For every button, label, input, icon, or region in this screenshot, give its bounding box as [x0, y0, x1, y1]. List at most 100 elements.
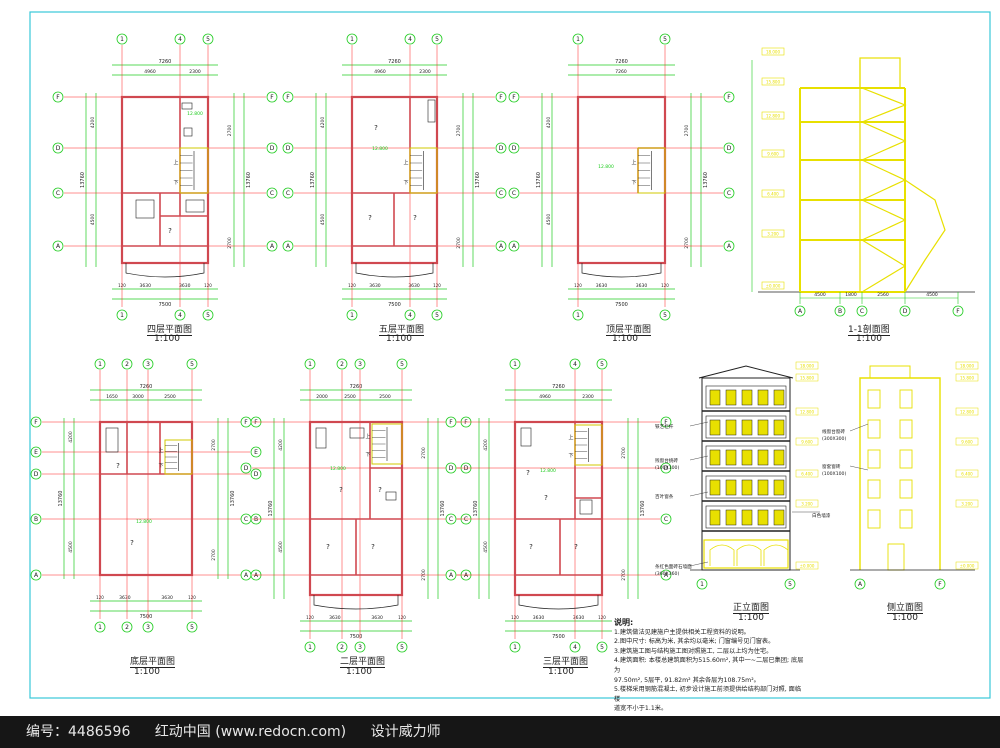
dim-sub-width: 2500	[164, 394, 176, 400]
level-value: 18.000	[960, 363, 974, 368]
scale-front: 1:100	[738, 613, 764, 623]
balcony-outline	[581, 263, 662, 278]
axis-bubble-label: D	[244, 465, 249, 472]
room-label: ?	[544, 494, 548, 502]
front-ground-stone	[703, 539, 789, 569]
axis-bubble-D	[250, 468, 262, 480]
axis-bubble-5	[396, 358, 408, 370]
level-mark: 12.800	[136, 519, 152, 525]
dim-total-height: 13760	[475, 172, 481, 188]
level-value: 9.600	[767, 152, 779, 157]
axis-bubble-B	[834, 305, 846, 317]
level-tag	[955, 561, 979, 570]
dim-sub-height: 4200	[320, 117, 326, 129]
axis-bubble-label: 5	[600, 644, 604, 651]
level-tag	[955, 499, 979, 508]
level-tag	[955, 407, 979, 416]
dim-sub-height: 4200	[90, 117, 96, 129]
axis-bubble-label: A	[449, 572, 454, 579]
dim-bottom-sub: 3630	[371, 615, 383, 621]
axis-bubble-label: 1	[98, 361, 102, 368]
level-tag	[955, 437, 979, 446]
dim-sub-height: 4200	[68, 431, 74, 443]
stair-down-label: 下	[158, 463, 163, 469]
axis-bubble-label: 5	[400, 644, 404, 651]
axis-bubble-5	[659, 309, 671, 321]
axis-bubble-1	[572, 33, 584, 45]
axis-bubble-label: C	[56, 190, 60, 197]
front-window	[725, 389, 737, 406]
dim-sub-width: 2000	[316, 394, 328, 400]
fixture	[385, 491, 397, 501]
axis-bubble-1	[509, 641, 521, 653]
axis-bubble-label: 5	[663, 36, 667, 43]
front-window	[741, 419, 753, 436]
axis-bubble-label: D	[903, 308, 908, 315]
stair-up-label: 上	[173, 159, 178, 166]
axis-bubble-label: B	[838, 308, 842, 315]
room-label: ?	[130, 539, 134, 547]
axis-bubble-C	[495, 187, 507, 199]
level-value: 15.800	[800, 375, 814, 380]
axis-bubble-label: C	[270, 190, 274, 197]
front-window	[709, 449, 721, 466]
front-window	[773, 449, 785, 466]
section-dim: 2560	[877, 292, 889, 298]
dim-sub-height: 4200	[546, 117, 552, 129]
dim-sub-height: 4500	[483, 541, 489, 553]
stair-up-label: 上	[568, 434, 573, 441]
axis-bubble-D	[52, 142, 64, 154]
axis-bubble-label: 1	[308, 644, 312, 651]
leader-line	[849, 423, 869, 432]
dim-bottom-sub: 3630	[636, 283, 648, 289]
level-tag	[795, 407, 819, 416]
axis-bubble-C	[856, 305, 868, 317]
level-value: 12.800	[766, 114, 780, 119]
axis-bubble-label: 3	[146, 361, 150, 368]
fixture	[183, 127, 193, 137]
axis-bubble-label: C	[727, 190, 731, 197]
stair-down-label: 下	[568, 453, 573, 459]
title-front-elevation: 正立面图	[733, 600, 770, 614]
axis-bubble-5	[396, 641, 408, 653]
elevation-annotation: 白色墙漆	[812, 512, 831, 519]
elevation-annotation: 残窗台挑砖	[655, 457, 678, 464]
axis-bubble-E	[250, 446, 262, 458]
axis-bubble-label: C	[499, 190, 503, 197]
level-value: ±0.000	[766, 284, 781, 289]
room-label: ?	[378, 486, 382, 494]
level-value: ±0.000	[800, 563, 815, 568]
axis-bubble-D	[240, 462, 252, 474]
axis-bubble-3	[354, 358, 366, 370]
axis-bubble-4	[174, 309, 186, 321]
dim-total-height: 13760	[440, 501, 446, 517]
fixture	[427, 99, 436, 123]
axis-bubble-label: 4	[408, 36, 412, 43]
axis-bubble-label: F	[727, 94, 731, 101]
axis-bubble-label: E	[34, 449, 38, 456]
axis-bubble-5	[596, 641, 608, 653]
axis-bubble-1	[696, 578, 708, 590]
design-notes: 说明: 1.建筑做法见建施户主提供相关工程资料的说明。 2.图中尺寸: 标高为米…	[614, 618, 804, 714]
level-value: 15.800	[960, 375, 974, 380]
axis-bubble-3	[142, 621, 154, 633]
axis-bubble-label: 1	[513, 361, 517, 368]
axis-bubble-F	[660, 416, 672, 428]
axis-bubble-label: F	[664, 419, 668, 426]
dim-sub-width: 1650	[106, 394, 118, 400]
axis-bubble-5	[202, 33, 214, 45]
axis-bubble-label: F	[244, 419, 248, 426]
level-value: 6.400	[961, 471, 973, 476]
level-tag	[795, 499, 819, 508]
axis-bubble-label: F	[464, 419, 468, 426]
level-value: 15.800	[766, 80, 780, 85]
axis-bubble-label: 1	[576, 36, 580, 43]
axis-bubble-5	[784, 578, 796, 590]
axis-bubble-label: D	[449, 465, 454, 472]
axis-bubble-F	[495, 91, 507, 103]
axis-bubble-label: 5	[435, 36, 439, 43]
